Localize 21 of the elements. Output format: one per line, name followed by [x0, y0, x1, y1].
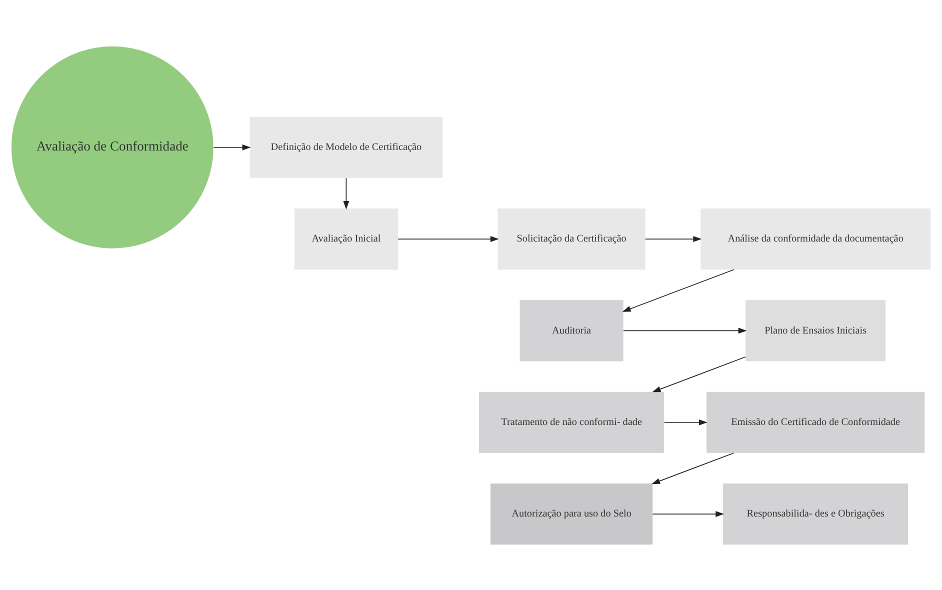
node-box: Responsabilida- des e Obrigações: [723, 483, 908, 544]
node-box: Auditoria: [520, 300, 624, 361]
arrow: [645, 236, 702, 242]
node-box: Solicitação da Certificação: [498, 208, 646, 270]
node-box: Análise da conformidade da documentação: [700, 208, 931, 270]
arrow: [623, 327, 747, 334]
node-box: Tratamento de não conformi- dade: [479, 391, 664, 452]
arrow: [622, 268, 734, 312]
node-box: Plano de Ensaios Iniciais: [746, 300, 886, 361]
node-box: Definição de Modelo de Certificação: [250, 116, 443, 178]
node-circle: Avaliação de Conformidade: [11, 46, 214, 248]
node-box: Emissão do Certificado de Conformidade: [706, 391, 925, 452]
arrow: [343, 177, 350, 210]
arrow: [213, 144, 251, 150]
node-box: Autorização para uso do Selo: [490, 483, 653, 544]
arrow: [652, 452, 734, 484]
node-box: Avaliação Inicial: [294, 208, 398, 270]
arrow: [652, 510, 724, 517]
arrow: [652, 356, 746, 392]
arrow: [664, 418, 708, 425]
arrow: [398, 236, 499, 242]
